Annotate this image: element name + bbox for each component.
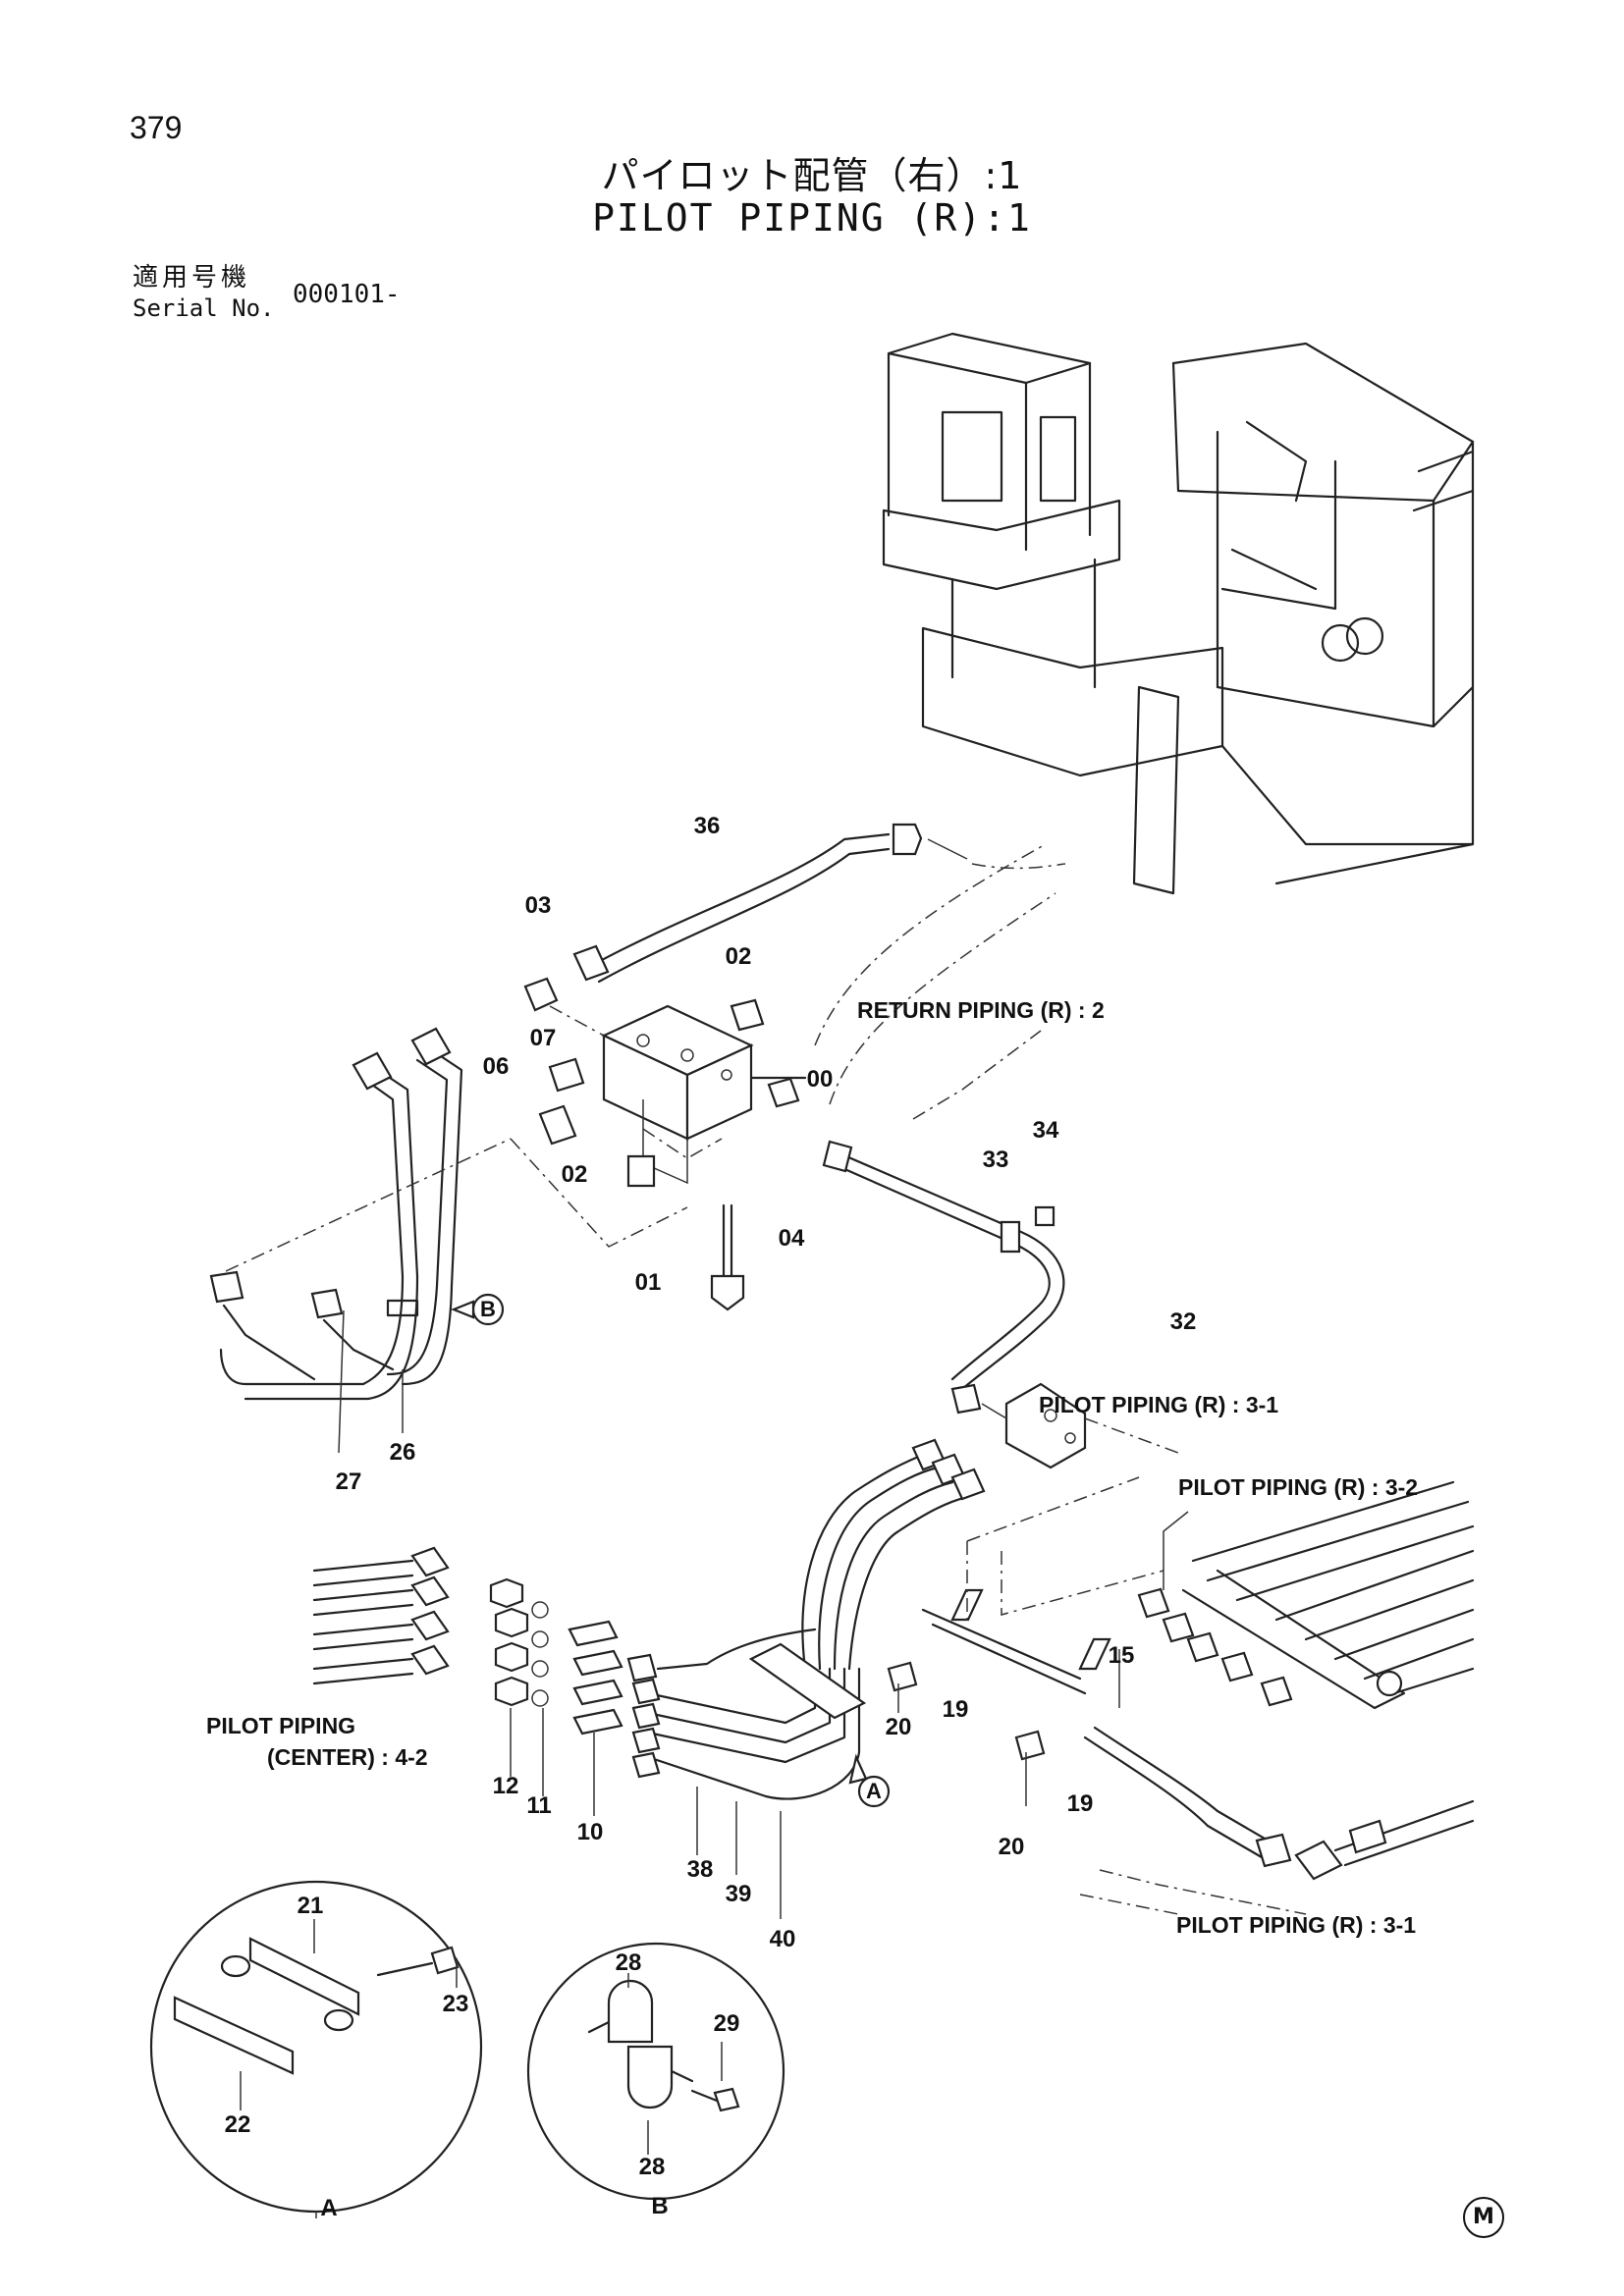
part-label-11: 11 [526, 1792, 552, 1819]
part-label-01: 01 [634, 1269, 662, 1296]
part-label-27: 27 [335, 1468, 362, 1495]
page-number: 379 [130, 110, 183, 145]
callout-return-piping: RETURN PIPING (R) : 2 [857, 997, 1105, 1023]
part-label-04: 04 [778, 1225, 805, 1252]
part-label-20-right: 20 [998, 1834, 1025, 1860]
hose-15 [1079, 1649, 1475, 1915]
part-label-36: 36 [693, 813, 721, 839]
machine-overview [882, 332, 1475, 895]
part-label-20-left: 20 [885, 1714, 912, 1740]
part-label-26: 26 [389, 1439, 416, 1466]
callout-pilot-center-line2: (CENTER) : 4-2 [267, 1744, 428, 1770]
part-label-06: 06 [482, 1053, 510, 1080]
part-label-19-right: 19 [1066, 1790, 1094, 1817]
part-label-07: 07 [529, 1025, 557, 1051]
callout-pilot-r-3-1-bottom: PILOT PIPING (R) : 3-1 [1176, 1912, 1417, 1938]
part-label-03: 03 [524, 892, 552, 919]
part-label-12: 12 [492, 1773, 519, 1799]
part-label-28-bottom: 28 [638, 2154, 666, 2180]
part-label-19-left: 19 [942, 1696, 969, 1723]
part-label-02-bottom: 02 [561, 1161, 588, 1188]
page-title-japanese: パイロット配管（右）:1 [601, 154, 1023, 197]
view-a-letter: A [866, 1779, 882, 1803]
manifold-block [510, 977, 807, 1311]
pilot-center-hoses [312, 1546, 623, 1816]
detail-a-label: A [320, 2195, 338, 2221]
part-label-40: 40 [769, 1926, 796, 1952]
detail-a [149, 1880, 483, 2218]
part-label-02-top: 02 [725, 943, 752, 970]
part-label-32: 32 [1169, 1308, 1197, 1335]
publisher-mark: M [1463, 2197, 1504, 2238]
center-hose-bundle [626, 1438, 1111, 1919]
callout-pilot-r-3-2: PILOT PIPING (R) : 3-2 [1178, 1474, 1419, 1500]
part-label-00: 00 [806, 1066, 834, 1093]
return-hose-assembly [572, 823, 1066, 1120]
part-label-23: 23 [442, 1991, 469, 2017]
page-title-english: PILOT PIPING (R):1 [592, 196, 1032, 240]
part-label-28-top: 28 [615, 1949, 642, 1976]
part-label-29: 29 [713, 2010, 740, 2037]
view-a-marker [857, 1775, 891, 1808]
part-label-21: 21 [297, 1893, 324, 1919]
part-label-15: 15 [1108, 1642, 1135, 1669]
part-label-38: 38 [686, 1856, 714, 1883]
detail-b [526, 1942, 785, 2201]
detail-b-label: B [651, 2193, 669, 2219]
serial-number-value: 000101- [293, 280, 401, 309]
part-label-33: 33 [982, 1147, 1009, 1173]
serial-label-english: Serial No. [133, 294, 275, 322]
left-hose-group [209, 1027, 512, 1454]
callout-pilot-r-3-1-top: PILOT PIPING (R) : 3-1 [1039, 1392, 1279, 1417]
part-label-10: 10 [576, 1819, 604, 1845]
hose-32 [822, 1140, 1179, 1469]
part-label-22: 22 [224, 2111, 251, 2138]
part-label-34: 34 [1032, 1117, 1059, 1144]
part-label-39: 39 [725, 1881, 752, 1907]
serial-label-japanese: 適用号機 [133, 263, 251, 293]
right-valve-bank [966, 1476, 1475, 1710]
callout-pilot-center-line1: PILOT PIPING [206, 1713, 356, 1738]
view-b-letter: B [480, 1297, 496, 1321]
